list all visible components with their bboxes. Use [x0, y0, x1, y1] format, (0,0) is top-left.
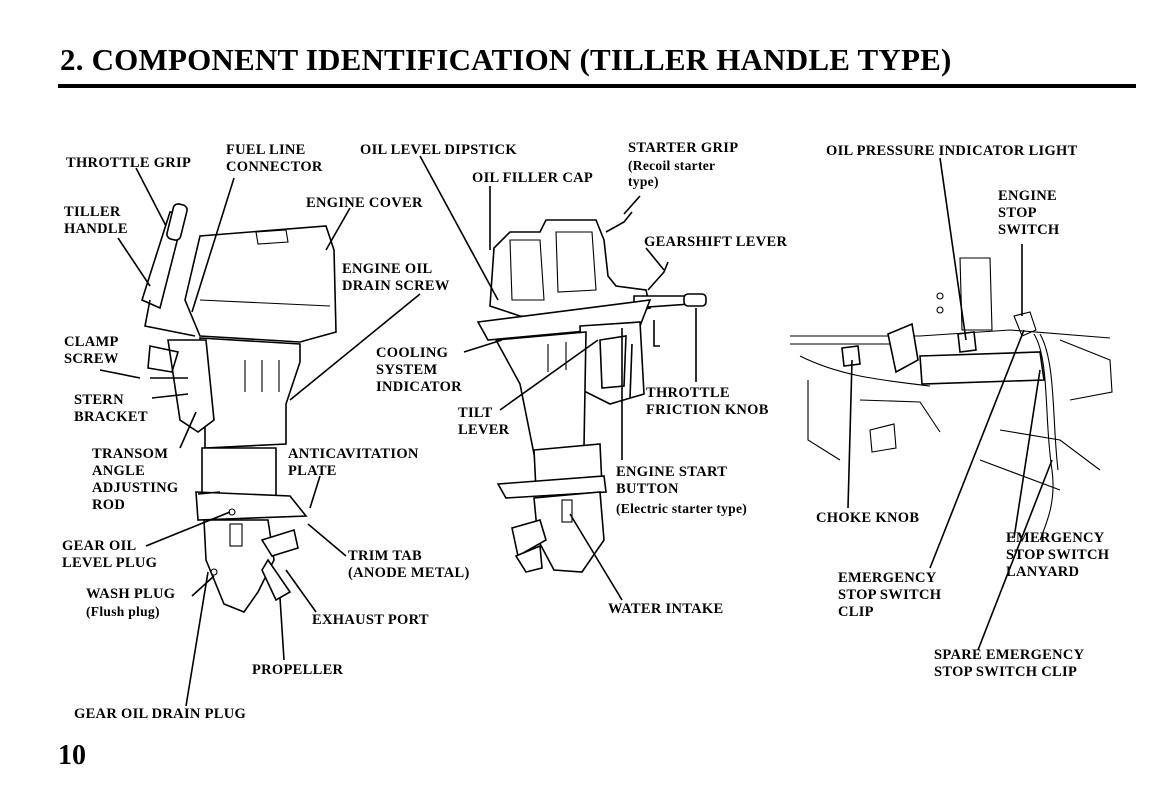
label-anticavitation-plate: ANTICAVITATION PLATE: [288, 446, 419, 479]
title-rule: [58, 84, 1136, 88]
label-starter-grip-note: (Recoil starter type): [628, 158, 716, 189]
label-wash-plug: WASH PLUG: [86, 586, 176, 602]
label-fuel-line-connector: FUEL LINE CONNECTOR: [226, 142, 323, 175]
label-engine-cover: ENGINE COVER: [306, 195, 423, 211]
label-gear-oil-level-plug: GEAR OIL LEVEL PLUG: [62, 538, 158, 571]
label-oil-level-dipstick: OIL LEVEL DIPSTICK: [360, 142, 517, 158]
label-starter-grip: STARTER GRIP: [628, 140, 739, 156]
label-wash-plug-note: (Flush plug): [86, 604, 160, 619]
label-propeller: PROPELLER: [252, 662, 344, 678]
label-choke-knob: CHOKE KNOB: [816, 510, 920, 526]
center-motor-drawing: [476, 211, 707, 573]
label-engine-oil-drain-screw: ENGINE OIL DRAIN SCREW: [342, 261, 450, 294]
label-transom-angle-adjusting-rod: TRANSOM ANGLE ADJUSTING ROD: [92, 446, 179, 513]
label-throttle-grip: THROTTLE GRIP: [66, 155, 192, 171]
label-water-intake: WATER INTAKE: [608, 601, 724, 617]
label-gear-oil-drain-plug: GEAR OIL DRAIN PLUG: [74, 706, 247, 722]
page-title: 2. COMPONENT IDENTIFICATION (TILLER HAND…: [60, 42, 952, 77]
label-engine-stop-switch: ENGINE STOP SWITCH: [998, 188, 1060, 238]
label-stern-bracket: STERN BRACKET: [74, 392, 148, 425]
label-engine-start-button: ENGINE START BUTTON: [616, 464, 728, 497]
label-gearshift-lever: GEARSHIFT LEVER: [644, 234, 788, 250]
right-detail-drawing: [790, 257, 1113, 541]
leader-lines: [99, 155, 1053, 707]
page-number: 10: [58, 740, 86, 771]
label-exhaust-port: EXHAUST PORT: [312, 612, 429, 628]
left-motor-drawing: [141, 203, 337, 613]
label-cooling-system-indicator: COOLING SYSTEM INDICATOR: [376, 345, 462, 395]
label-trim-tab: TRIM TAB (ANODE METAL): [348, 548, 470, 581]
label-oil-pressure-indicator-light: OIL PRESSURE INDICATOR LIGHT: [826, 143, 1078, 159]
label-emergency-stop-switch-lanyard: EMERGENCY STOP SWITCH LANYARD: [1006, 530, 1110, 580]
label-tiller-handle: TILLER HANDLE: [64, 204, 128, 237]
label-oil-filler-cap: OIL FILLER CAP: [472, 170, 594, 186]
label-throttle-friction-knob: THROTTLE FRICTION KNOB: [646, 385, 769, 418]
label-clamp-screw: CLAMP SCREW: [64, 334, 119, 367]
label-emergency-stop-switch-clip: EMERGENCY STOP SWITCH CLIP: [838, 570, 942, 620]
label-tilt-lever: TILT LEVER: [458, 405, 510, 438]
label-spare-emergency-stop-switch-clip: SPARE EMERGENCY STOP SWITCH CLIP: [934, 647, 1085, 680]
label-engine-start-button-note: (Electric starter type): [616, 501, 748, 516]
